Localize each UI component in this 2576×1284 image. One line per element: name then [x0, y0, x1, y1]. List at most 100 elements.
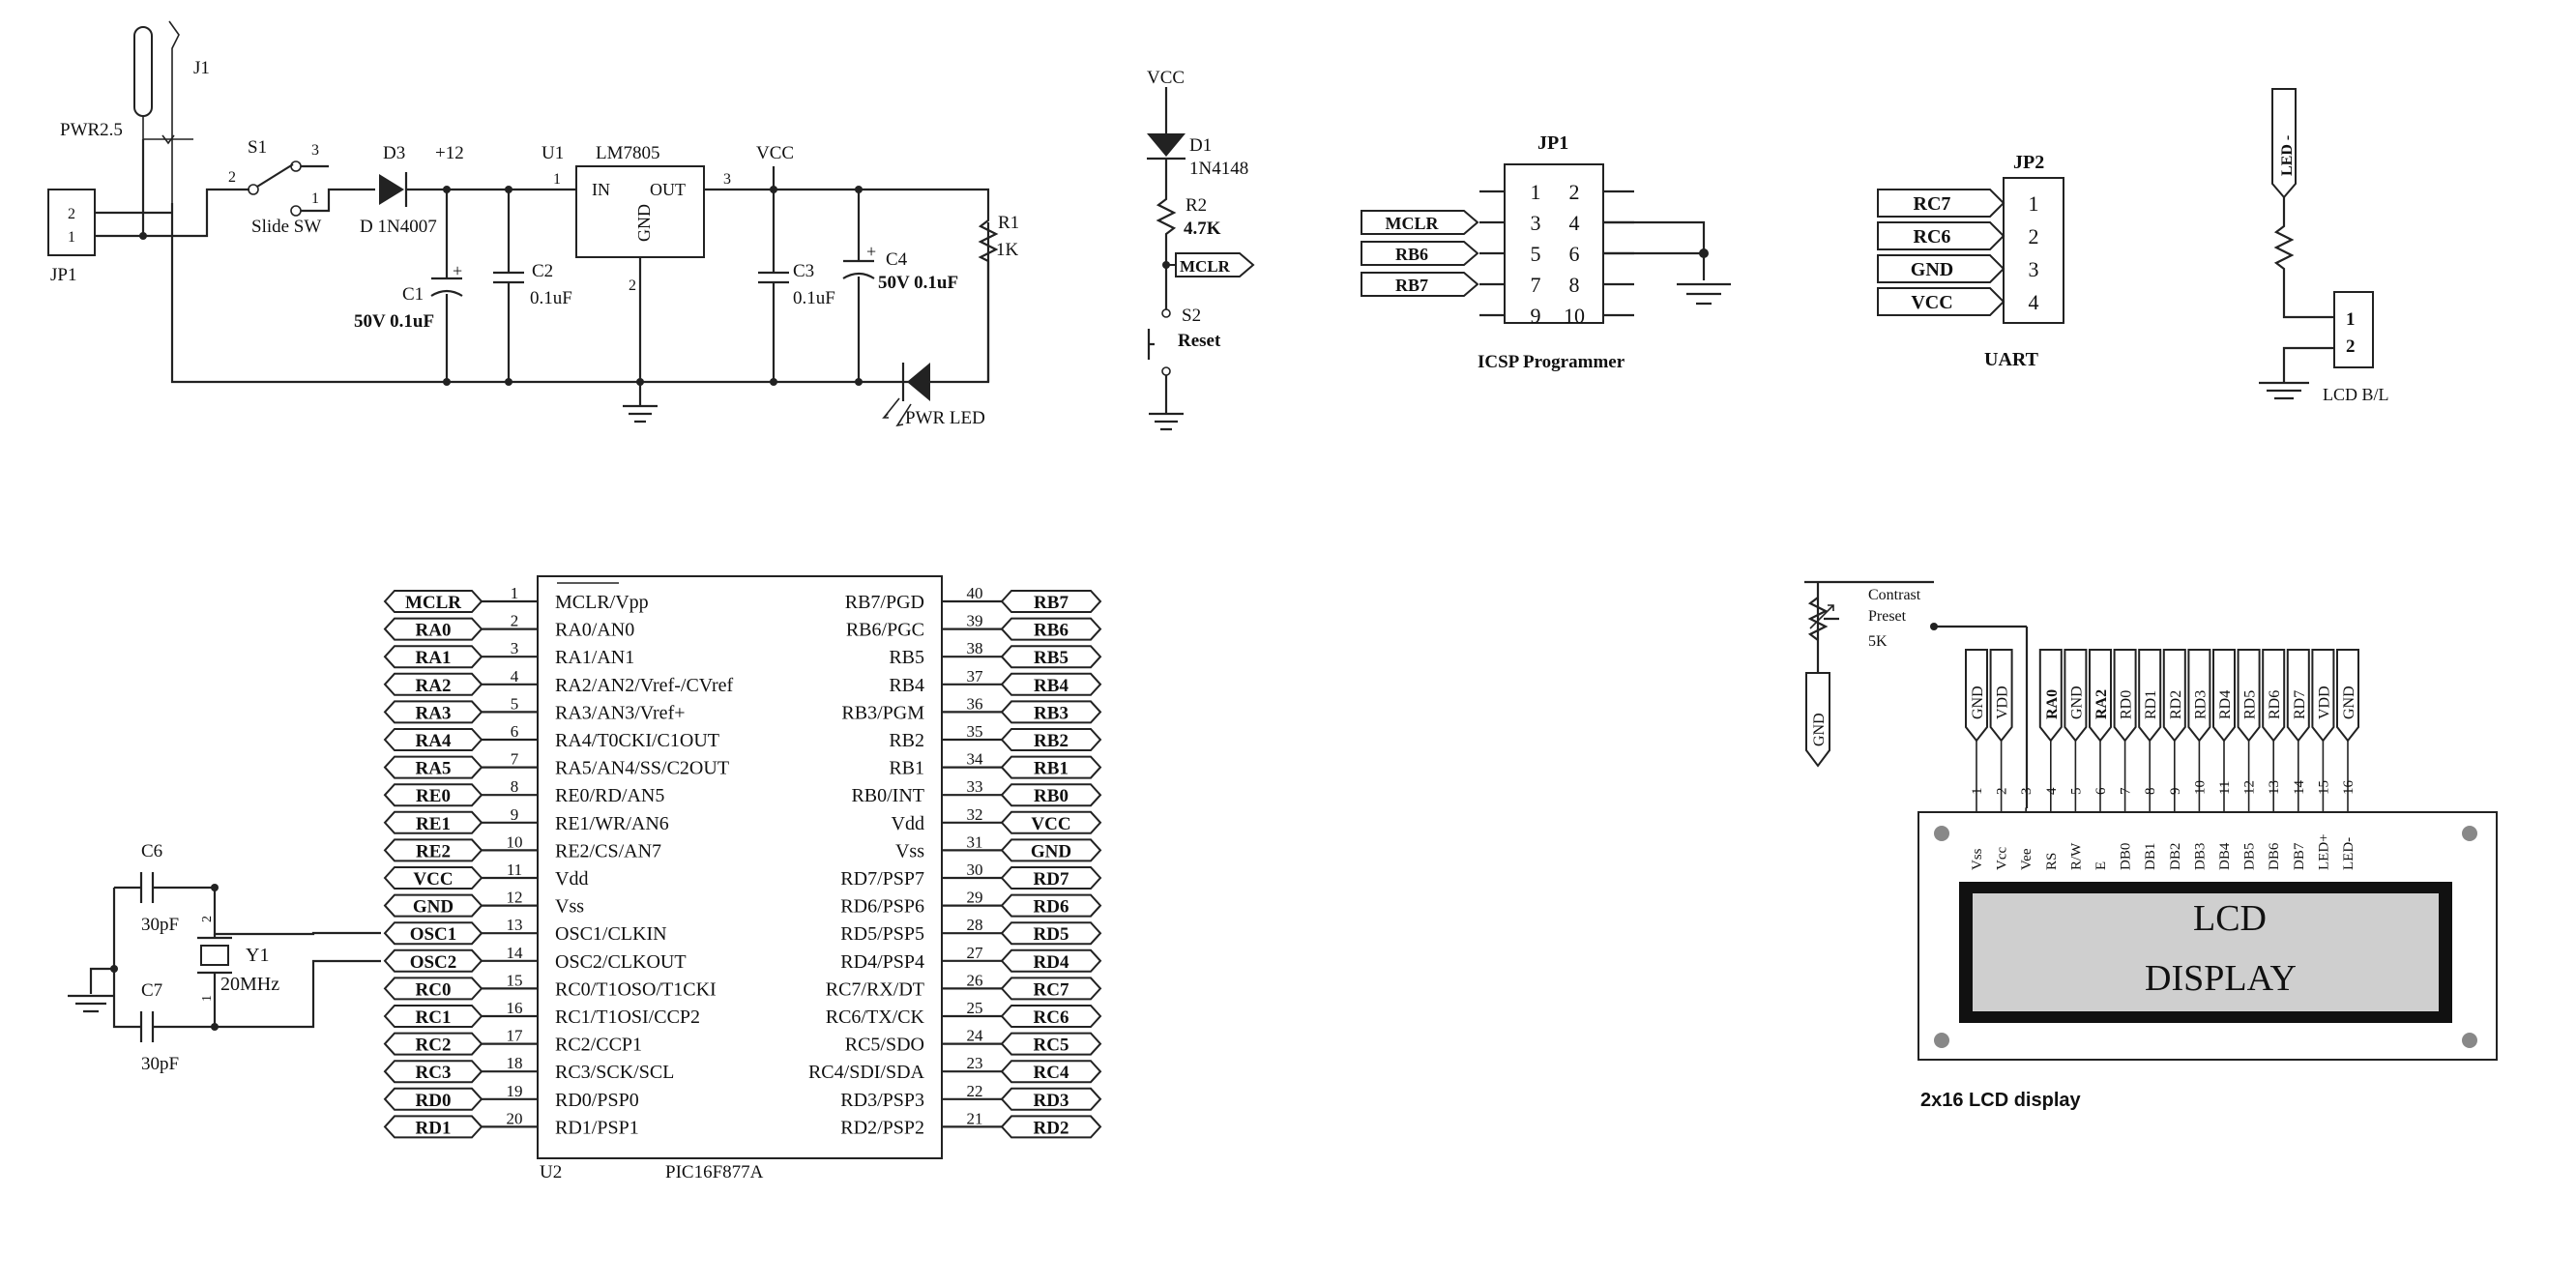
contrast-value: 5K — [1868, 633, 1888, 650]
lcd-screen-line2: DISPLAY — [2145, 958, 2297, 999]
uart-net-tag — [1877, 189, 2005, 218]
icsp-pin-even: 4 — [1569, 211, 1580, 235]
u1-pin3: 3 — [723, 171, 731, 188]
lcd-net-tag — [2262, 649, 2286, 743]
c7-capacitor — [139, 959, 381, 1042]
lcd-net-tag — [2212, 649, 2236, 743]
uart-net-tag — [1877, 287, 2005, 316]
uart-header — [2003, 177, 2064, 324]
net-tag-label: RC7 — [1034, 979, 1069, 1000]
lcd-pin-name: LED+ — [2316, 833, 2331, 870]
net-tag-label: RD0 — [416, 1091, 452, 1111]
lcd-net-label: RD5 — [2242, 690, 2259, 719]
c6-ref: C6 — [141, 841, 162, 861]
pin-name: RD0/PSP0 — [555, 1090, 639, 1111]
lcd-net-label: GND — [2068, 686, 2085, 719]
net-tag-label: MCLR — [405, 593, 461, 613]
net-tag — [383, 1032, 483, 1056]
lcd-net-tag — [2162, 649, 2186, 743]
uart-net-tag — [1877, 221, 2005, 250]
pin-name: RC0/T1OSO/T1CKI — [555, 978, 717, 1000]
junction — [770, 378, 777, 386]
pin-number: 21 — [967, 1109, 983, 1127]
icsp-net-tag-label: RB7 — [1395, 276, 1428, 295]
lcd-pin-name: DB5 — [2242, 843, 2258, 870]
pin-name: RB2 — [889, 730, 924, 751]
lcd-pin-number: 14 — [2292, 780, 2307, 796]
lcd-pin-number: 4 — [2044, 787, 2060, 795]
contrast-label1: Contrast — [1868, 587, 1921, 603]
c7-value: 30pF — [141, 1054, 179, 1074]
contrast-pot — [1807, 597, 1829, 641]
d1-diode — [1147, 133, 1186, 157]
net-tag-label: RD3 — [1034, 1091, 1069, 1111]
pin-number: 34 — [967, 750, 984, 769]
lcd-pin-number: 6 — [2093, 787, 2109, 795]
net-tag — [1000, 617, 1102, 641]
s2-contact-bottom — [1161, 366, 1171, 376]
pin-number: 8 — [511, 777, 519, 796]
icsp-net-tag-label: RB6 — [1395, 245, 1428, 264]
mount-hole — [1934, 826, 1949, 841]
led-minus-label: LED - — [2279, 135, 2296, 176]
vee-wire — [2025, 807, 2027, 812]
junction — [443, 378, 451, 386]
lcd-net-tag — [2064, 649, 2088, 743]
reset-mclr-tag — [1166, 252, 1255, 277]
pin-name: RE0/RD/AN5 — [555, 785, 664, 806]
reset-mclr-label: MCLR — [1180, 257, 1231, 276]
u1-ref: U1 — [542, 143, 564, 163]
y1-plates — [197, 934, 232, 978]
r2-value: 4.7K — [1184, 219, 1221, 239]
net-tag-label: RB2 — [1034, 731, 1068, 751]
c4-ref: C4 — [886, 249, 908, 270]
lcd-pin-name: R/W — [2068, 842, 2084, 870]
lcd-net-label: RD2 — [2168, 690, 2184, 719]
backlight-section: LED - 1 2 LCD B/L — [2259, 88, 2389, 404]
net-tag-label: OSC2 — [410, 952, 457, 973]
uart-net-tag — [1877, 254, 2005, 283]
pin-name: Vdd — [555, 868, 588, 890]
net-tag — [1000, 893, 1102, 918]
u1-pin1: 1 — [553, 171, 561, 188]
icsp-pin-even: 6 — [1569, 242, 1580, 266]
net-tag — [1000, 672, 1102, 696]
pin-name: RB5 — [889, 647, 924, 668]
lcd-net-tag — [2336, 649, 2359, 743]
net-tag-label: RC4 — [1034, 1063, 1069, 1083]
net-tag — [1000, 921, 1102, 946]
pin-name: RC3/SCK/SCL — [555, 1062, 674, 1083]
net-tag-label: RA5 — [416, 759, 452, 779]
backlight-header — [2333, 291, 2374, 368]
lcd-net-tag — [1965, 649, 1988, 743]
u1-gnd: GND — [634, 204, 654, 242]
net-tag-label: RB3 — [1034, 703, 1068, 723]
pin-number: 39 — [967, 612, 983, 630]
icsp-pin-odd: 3 — [1531, 211, 1541, 235]
icsp-net-tag — [1361, 272, 1479, 297]
pin-name: RB1 — [889, 758, 924, 779]
uart-ref: JP2 — [2013, 152, 2044, 173]
net-tag — [1000, 977, 1102, 1001]
y1-ref: Y1 — [246, 945, 269, 966]
pin-name: RD1/PSP1 — [555, 1117, 639, 1138]
lcd-pin-number: 12 — [2242, 780, 2258, 795]
pin-number: 5 — [511, 694, 519, 713]
pin-name: RB7/PGD — [845, 592, 924, 613]
lcd-net-tag — [2286, 649, 2310, 743]
icsp-pin-even: 8 — [1569, 273, 1580, 297]
